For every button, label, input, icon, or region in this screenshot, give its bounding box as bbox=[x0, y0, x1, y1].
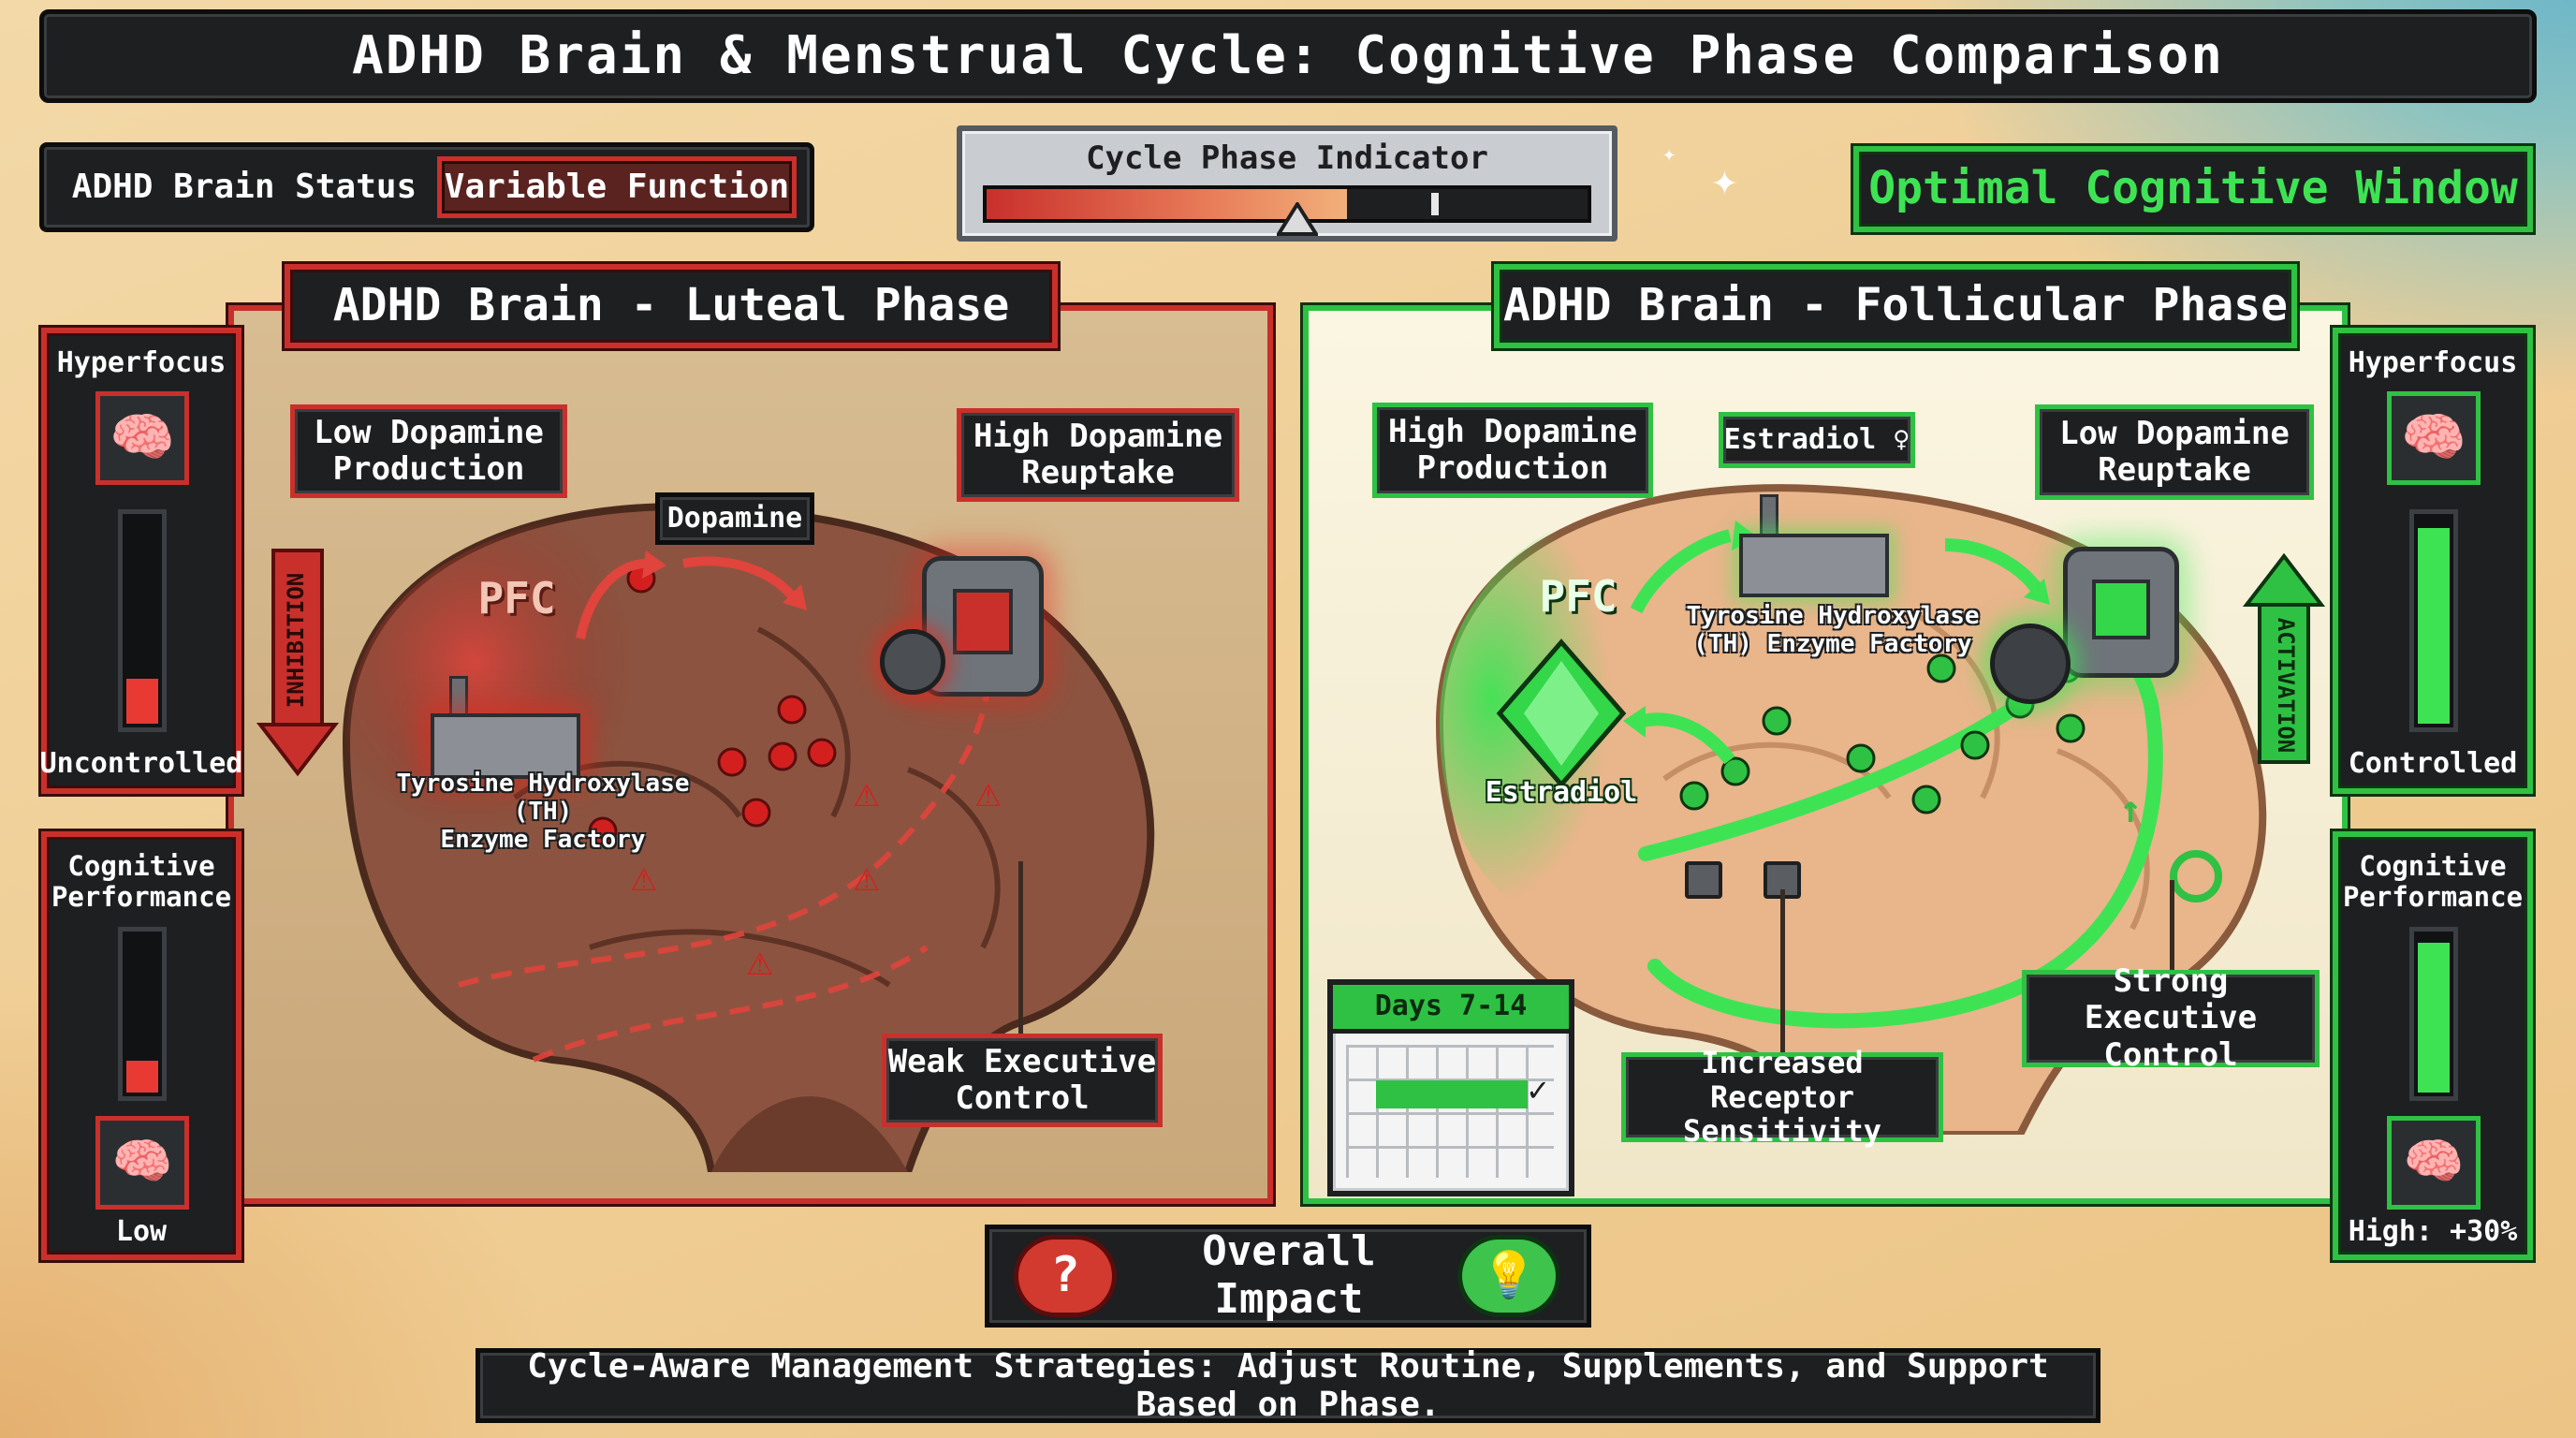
follicular-factory-label: Tyrosine Hydroxylase (TH) Enzyme Factory bbox=[1686, 602, 1980, 658]
receptor-connector bbox=[1780, 889, 1785, 1062]
brain-x-icon: 🧠 bbox=[95, 1116, 189, 1210]
follicular-reuptake-pump-icon bbox=[2063, 547, 2179, 678]
follicular-estradiol-label: Estradiol bbox=[1485, 775, 1638, 809]
luteal-high-dopamine-reuptake-label: High Dopamine Reuptake bbox=[957, 408, 1239, 502]
activation-label: ACTIVATION bbox=[2272, 617, 2299, 754]
calendar-header: Days 7-14 bbox=[1333, 985, 1569, 1034]
brain-icon: 🧠 bbox=[2387, 391, 2481, 485]
receptor-target-icon bbox=[2170, 850, 2222, 902]
follicular-cognitive-bar bbox=[2409, 927, 2458, 1101]
luteal-pump-nozzle-icon bbox=[880, 629, 945, 695]
overall-impact-box: ? Overall Impact 💡 bbox=[985, 1225, 1591, 1328]
follicular-hyperfocus-card: Hyperfocus 🧠 Controlled bbox=[2333, 328, 2533, 794]
calendar-highlight bbox=[1376, 1080, 1528, 1108]
status-value-badge: Variable Function bbox=[437, 156, 797, 218]
warning-icon: ⚠ bbox=[747, 934, 773, 985]
follicular-hyperfocus-fill bbox=[2418, 528, 2450, 724]
status-label: ADHD Brain Status bbox=[71, 168, 417, 207]
follicular-hyperfocus-status: Controlled bbox=[2348, 746, 2518, 780]
brain-plus-icon: 🧠 bbox=[2387, 1116, 2481, 1210]
follicular-low-dopamine-reuptake-label: Low Dopamine Reuptake bbox=[2035, 404, 2314, 500]
weak-executive-connector bbox=[1018, 861, 1023, 1039]
follicular-heading: ADHD Brain - Follicular Phase bbox=[1494, 264, 2297, 348]
page-title: ADHD Brain & Menstrual Cycle: Cognitive … bbox=[351, 24, 2225, 86]
luteal-cognitive-fill bbox=[126, 1061, 158, 1093]
follicular-estradiol-tag: Estradiol ♀ bbox=[1719, 412, 1915, 468]
warning-icon: ⚠ bbox=[854, 850, 880, 901]
luteal-hyperfocus-card: Hyperfocus 🧠 Uncontrolled bbox=[39, 328, 243, 794]
luteal-hyperfocus-bar bbox=[118, 509, 167, 732]
checkmark-icon: ✓ bbox=[1528, 1071, 1548, 1109]
status-box: ADHD Brain Status Variable Function bbox=[39, 142, 814, 232]
follicular-receptor-label: Increased Receptor Sensitivity bbox=[1621, 1045, 1943, 1149]
cycle-phase-indicator: Cycle Phase Indicator bbox=[957, 125, 1617, 242]
warning-icon: ⚠ bbox=[975, 766, 1002, 816]
estradiol-gem-icon bbox=[1496, 638, 1627, 788]
days-calendar: Days 7-14 ✓ bbox=[1327, 979, 1574, 1196]
luteal-cognitive-status: Low bbox=[115, 1214, 168, 1248]
follicular-factory-icon bbox=[1739, 494, 1889, 597]
luteal-cognitive-label: Cognitive Performance bbox=[51, 849, 232, 913]
calendar-grid bbox=[1346, 1045, 1554, 1178]
follicular-pfc-label: PFC bbox=[1539, 570, 1617, 622]
lightbulb-brain-icon: 💡 bbox=[1457, 1235, 1560, 1317]
question-brain-icon: ? bbox=[1014, 1235, 1117, 1317]
warning-icon: ⚠ bbox=[631, 850, 657, 901]
follicular-cognitive-status: High: +30% bbox=[2348, 1214, 2518, 1248]
overall-impact-label: Overall Impact bbox=[1202, 1227, 1376, 1323]
luteal-pfc-label: PFC bbox=[477, 572, 556, 624]
follicular-hyperfocus-bar bbox=[2409, 509, 2458, 732]
luteal-cognitive-bar bbox=[118, 927, 167, 1101]
activation-arrow-icon bbox=[2258, 603, 2310, 764]
cycle-indicator-label: Cycle Phase Indicator bbox=[1086, 139, 1488, 178]
cycle-phase-fill bbox=[987, 189, 1348, 219]
follicular-strong-executive-label: Strong Executive Control bbox=[2022, 963, 2320, 1073]
optimal-window-badge: Optimal Cognitive Window bbox=[1853, 146, 2533, 232]
cycle-phase-pointer bbox=[1277, 202, 1318, 236]
luteal-hyperfocus-fill bbox=[126, 679, 158, 724]
luteal-heading: ADHD Brain - Luteal Phase bbox=[285, 264, 1058, 348]
inhibition-label: INHIBITION bbox=[283, 572, 310, 709]
warning-icon: ⚠ bbox=[854, 766, 880, 816]
follicular-pump-nozzle-icon bbox=[1990, 624, 2071, 704]
sparkle-icon: ✦ bbox=[1711, 154, 1738, 206]
follicular-cognitive-fill bbox=[2418, 943, 2450, 1093]
brain-icon: 🧠 bbox=[95, 391, 189, 485]
cycle-phase-bar bbox=[983, 185, 1591, 223]
follicular-cognitive-label: Cognitive Performance bbox=[2342, 849, 2524, 913]
luteal-low-dopamine-production-label: Low Dopamine Production bbox=[290, 404, 567, 498]
follicular-high-dopamine-production-label: High Dopamine Production bbox=[1372, 403, 1653, 498]
luteal-factory-icon bbox=[431, 676, 580, 779]
cycle-phase-tick bbox=[1431, 193, 1440, 215]
luteal-factory-label: Tyrosine Hydroxylase (TH) Enzyme Factory bbox=[396, 770, 690, 854]
luteal-weak-executive-label: Weak Executive Control bbox=[882, 1034, 1163, 1127]
executive-connector bbox=[2170, 880, 2174, 974]
luteal-hyperfocus-label: Hyperfocus bbox=[56, 345, 227, 379]
follicular-arrow-up-icon: ↑ bbox=[2119, 788, 2143, 831]
follicular-cognitive-card: Cognitive Performance 🧠 High: +30% bbox=[2333, 831, 2533, 1260]
follicular-hyperfocus-label: Hyperfocus bbox=[2348, 345, 2518, 379]
receptor-icon bbox=[1685, 861, 1722, 899]
inhibition-arrow-icon bbox=[271, 549, 324, 726]
luteal-hyperfocus-status: Uncontrolled bbox=[39, 746, 243, 780]
inhibition-arrowhead-icon bbox=[256, 723, 339, 777]
sparkle-icon: ✦ bbox=[1662, 140, 1676, 167]
title-bar: ADHD Brain & Menstrual Cycle: Cognitive … bbox=[39, 9, 2537, 103]
strategies-banner: Cycle-Aware Management Strategies: Adjus… bbox=[476, 1347, 2100, 1424]
luteal-cognitive-card: Cognitive Performance 🧠 Low bbox=[41, 831, 242, 1260]
luteal-dopamine-label: Dopamine bbox=[655, 492, 814, 545]
